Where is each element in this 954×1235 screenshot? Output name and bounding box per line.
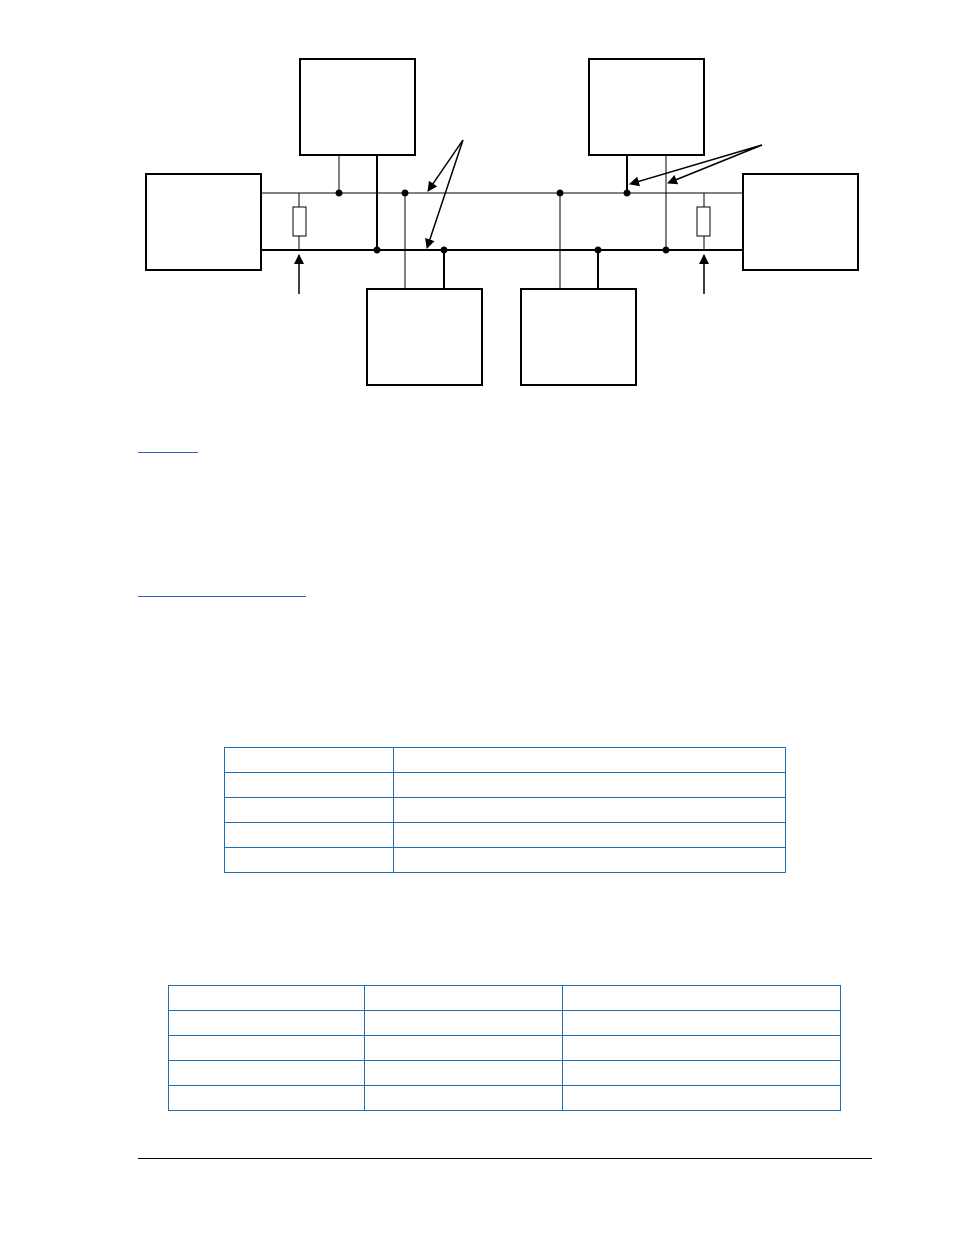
table-cell [168, 1085, 365, 1111]
table-cell [562, 1010, 841, 1036]
table-cell [393, 822, 786, 848]
table-row [168, 1010, 841, 1036]
footer-rule [138, 1158, 872, 1159]
link-underline-1[interactable] [138, 452, 198, 453]
table-cell [224, 847, 394, 873]
drop-lines [338, 155, 667, 289]
table-cell [168, 1010, 365, 1036]
table-cell [224, 772, 394, 798]
bus-network-diagram [145, 58, 859, 386]
table-row [168, 1085, 841, 1111]
table-row [168, 985, 841, 1011]
table-cell [393, 772, 786, 798]
table-2 [168, 985, 841, 1111]
table-cell [393, 797, 786, 823]
node-left [145, 173, 262, 271]
table-cell [364, 1085, 563, 1111]
table-cell [562, 985, 841, 1011]
node-bottom-right [520, 288, 637, 386]
termination-resistor-left [292, 193, 307, 250]
table-cell [364, 1060, 563, 1086]
table-cell [393, 847, 786, 873]
table-row [224, 822, 786, 848]
callout-arrows-right [629, 144, 763, 187]
table-cell [562, 1060, 841, 1086]
table-cell [224, 797, 394, 823]
table-cell [364, 1010, 563, 1036]
table-cell [393, 747, 786, 773]
table-cell [224, 822, 394, 848]
table-row [224, 797, 786, 823]
callout-arrows-left [425, 139, 464, 249]
table-cell [562, 1085, 841, 1111]
table-row [224, 747, 786, 773]
table-cell [168, 1035, 365, 1061]
table-cell [168, 985, 365, 1011]
link-underline-2[interactable] [138, 596, 306, 597]
node-bottom-left [366, 288, 483, 386]
node-top-left [299, 58, 416, 156]
node-right [742, 173, 859, 271]
table-cell [168, 1060, 365, 1086]
table-cell [562, 1035, 841, 1061]
table-row [224, 847, 786, 873]
table-cell [364, 985, 563, 1011]
node-top-right [588, 58, 705, 156]
table-1 [224, 747, 786, 873]
termination-resistor-right [696, 193, 711, 250]
junction-dots [335, 189, 670, 254]
table-cell [364, 1035, 563, 1061]
table-row [224, 772, 786, 798]
table-row [168, 1060, 841, 1086]
table-row [168, 1035, 841, 1061]
table-cell [224, 747, 394, 773]
